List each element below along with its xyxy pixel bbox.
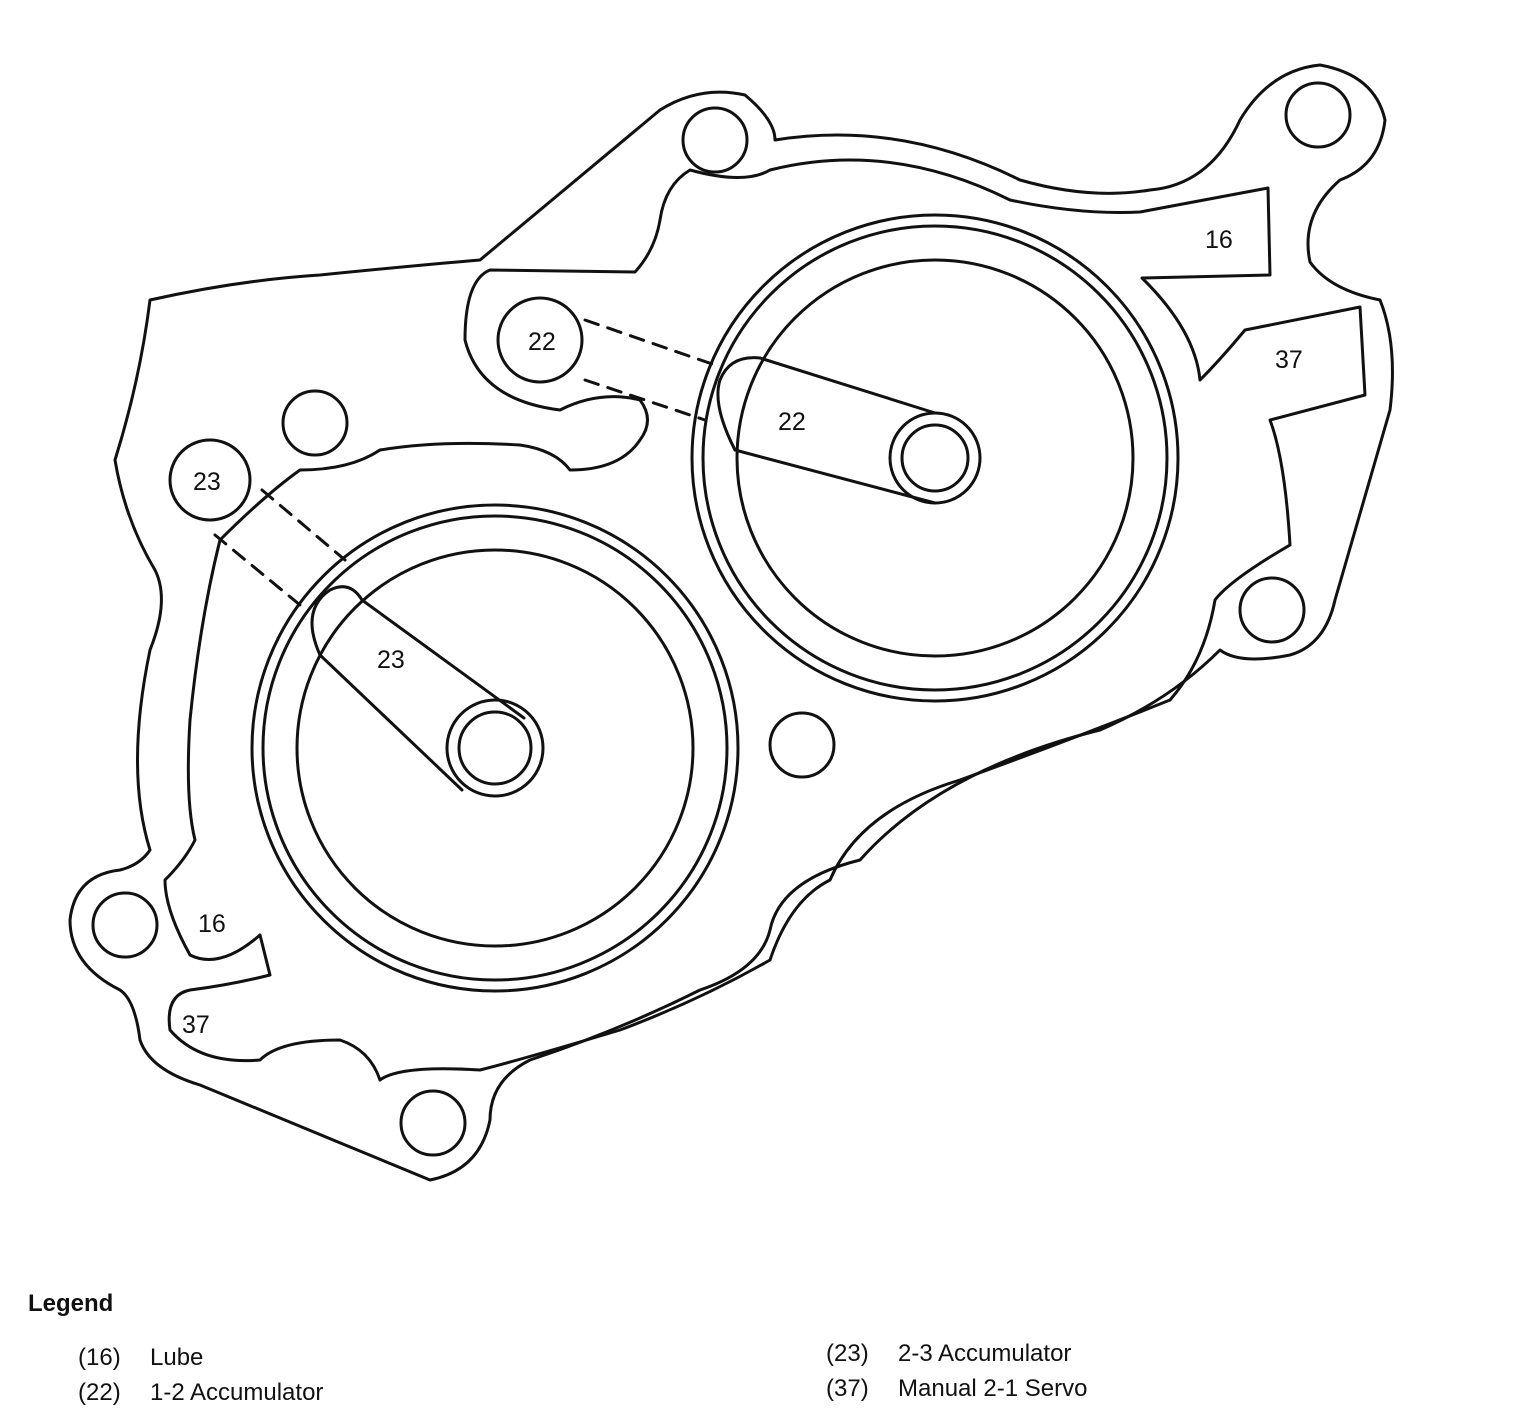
legend-item-22: (22) 1-2 Accumulator [78, 1379, 323, 1407]
bolt-hole-center [768, 711, 836, 779]
legend-title: Legend [28, 1290, 114, 1317]
bolt-hole-bottom [399, 1089, 467, 1157]
legend: Legend (16) Lube (22) 1-2 Accumulator (23)… [28, 1290, 1508, 1420]
port-label-servo-bottom-left: 37 [182, 1011, 210, 1039]
acc23-port-ring [168, 438, 252, 522]
legend-code: (16) [78, 1344, 121, 1371]
legend-item-23: (23) 2-3 Accumulator [826, 1340, 1071, 1368]
port-label-servo-top-right: 37 [1275, 346, 1303, 374]
legend-code: (22) [78, 1379, 121, 1406]
bolt-hole-right [1238, 576, 1306, 644]
acc-pin-left-inner [457, 710, 533, 786]
acc12-port-ring [496, 296, 584, 384]
acc-pin-right-inner [900, 423, 970, 493]
acc23-passage-dashed [213, 488, 347, 607]
port-label-acc12-piston: 22 [778, 408, 806, 436]
legend-label: Lube [150, 1344, 204, 1371]
acc-bore-left-mid [261, 514, 729, 982]
acc-bore-right-outer [690, 213, 1180, 703]
port-label-acc23-piston: 23 [377, 646, 405, 674]
acc12-passage-dashed [583, 318, 717, 422]
port-label-lube-bottom-left: 16 [198, 910, 226, 938]
bolt-hole-bottom-left [91, 891, 159, 959]
acc-bore-right-inner [735, 258, 1135, 658]
legend-item-37: (37) Manual 2-1 Servo [826, 1375, 1087, 1403]
port-label-acc23-hole: 23 [193, 468, 221, 496]
legend-code: (37) [826, 1375, 869, 1402]
housing-outline [68, 63, 1394, 1182]
port-label-acc12-hole: 22 [528, 328, 556, 356]
acc-bore-left-inner [295, 548, 695, 948]
acc-bore-left-outer [250, 503, 740, 993]
gasket-bead [163, 158, 1367, 1082]
acc23-piston-tip [310, 585, 364, 657]
legend-item-16: (16) Lube [78, 1344, 203, 1372]
acc-pin-left-outer [445, 698, 545, 798]
legend-label: Manual 2-1 Servo [898, 1375, 1088, 1402]
legend-code: (23) [826, 1340, 869, 1367]
legend-label: 2-3 Accumulator [898, 1340, 1072, 1367]
bolt-hole-top-right [1284, 81, 1352, 149]
legend-label: 1-2 Accumulator [150, 1379, 324, 1406]
acc23-piston-arm [318, 598, 526, 792]
bolt-hole-top [681, 106, 749, 174]
acc12-piston-arm [733, 356, 937, 505]
accumulator-housing-gasket-diagram: 16 37 22 22 23 23 16 37 [68, 63, 1394, 1182]
port-label-lube-top-right: 16 [1205, 226, 1233, 254]
acc-bore-right-mid [701, 224, 1169, 692]
acc12-piston-tip [716, 356, 762, 452]
bolt-hole-left-upper [281, 389, 349, 457]
